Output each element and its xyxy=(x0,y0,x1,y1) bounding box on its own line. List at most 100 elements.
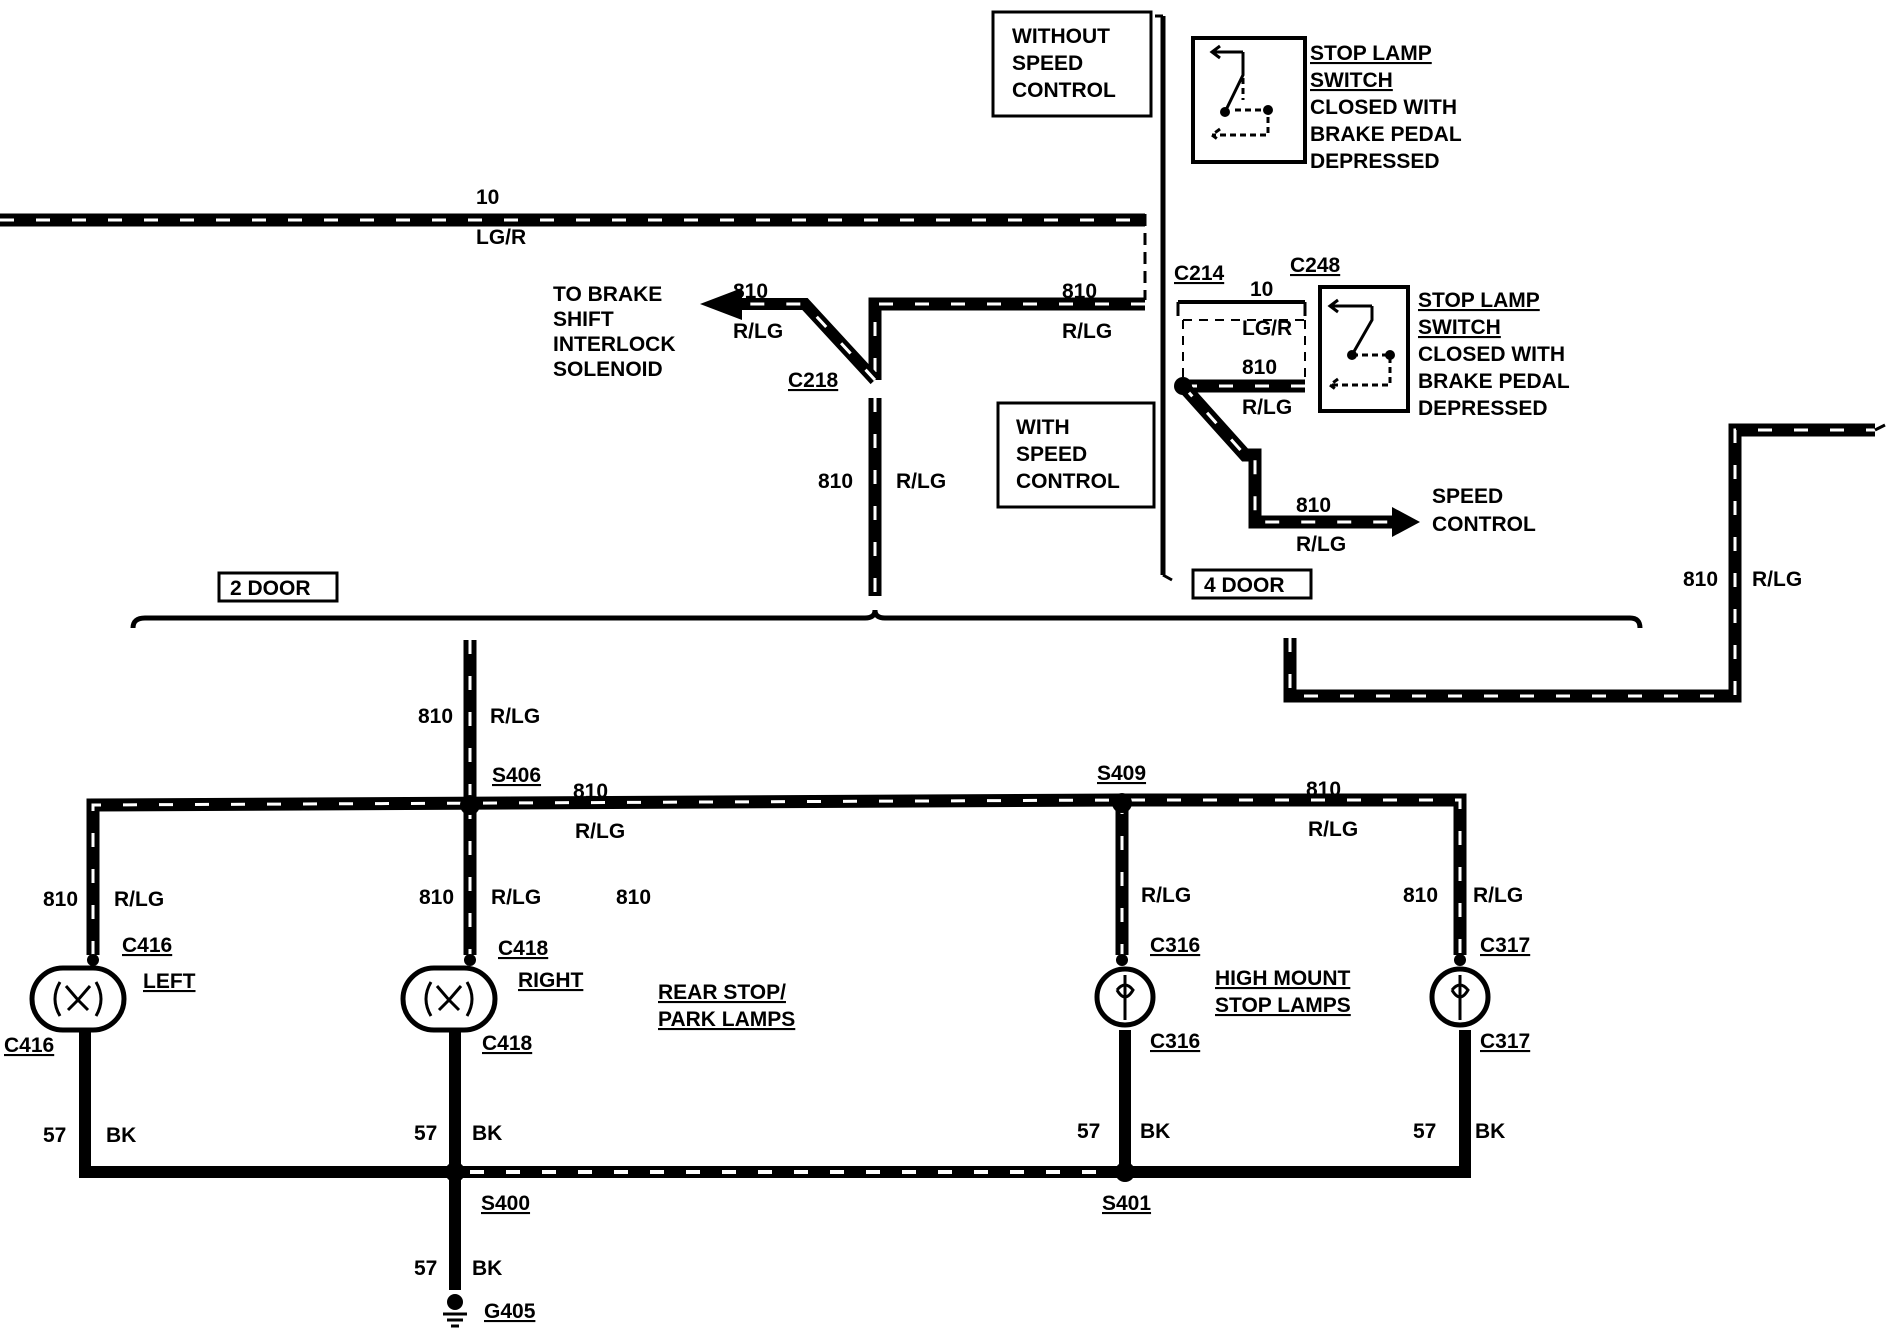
wire-810-to-brake-interlock xyxy=(700,288,1145,385)
wire-label-color: R/LG xyxy=(114,888,164,911)
wire-label-color: R/LG xyxy=(1473,884,1523,907)
high-mount-label-1: HIGH MOUNT xyxy=(1215,967,1350,990)
splice-s401: S401 xyxy=(1102,1192,1151,1215)
without-line-2: SPEED xyxy=(1012,52,1083,75)
with-speed-control-box xyxy=(996,401,1156,509)
wire-label-num: 810 xyxy=(418,705,453,728)
connector-c317-a: C317 xyxy=(1480,934,1530,957)
wire-810-main-bus xyxy=(86,793,1467,955)
wire-label-color: BK xyxy=(472,1257,502,1280)
wire-label-num: 10 xyxy=(1250,278,1273,301)
wire-label-num: 57 xyxy=(1077,1120,1100,1143)
wire-57-bk-ground xyxy=(79,1030,1471,1290)
connector-c316-b: C316 xyxy=(1150,1030,1200,1053)
wire-label-num: 810 xyxy=(818,470,853,493)
connector-c416-b: C416 xyxy=(4,1034,54,1057)
connector-c248: C248 xyxy=(1290,254,1341,277)
switch-bottom-title-2: SWITCH xyxy=(1418,316,1501,339)
with-line-3: CONTROL xyxy=(1016,470,1120,493)
wire-label-color: LG/R xyxy=(1242,317,1292,340)
lamp-right-label: RIGHT xyxy=(518,969,584,992)
switch-bottom-title-1: STOP LAMP xyxy=(1418,289,1540,312)
without-line-1: WITHOUT xyxy=(1012,25,1110,48)
wire-label-color: BK xyxy=(106,1124,136,1147)
ground-symbol-icon xyxy=(443,1294,467,1328)
brake-dest-1: TO BRAKE xyxy=(553,283,662,306)
switch-bottom-desc-3: DEPRESSED xyxy=(1418,397,1548,420)
splice-s406: S406 xyxy=(492,764,541,787)
wire-label-num: 810 xyxy=(573,780,608,803)
wire-label-num: 810 xyxy=(1683,568,1718,591)
wire-label-num: 810 xyxy=(1242,356,1277,379)
brake-dest-4: SOLENOID xyxy=(553,358,663,381)
wire-label-color: R/LG xyxy=(1242,396,1292,419)
switch-top-desc-2: BRAKE PEDAL xyxy=(1310,123,1462,146)
connector-c218: C218 xyxy=(788,369,839,392)
two-door-label: 2 DOOR xyxy=(230,577,311,600)
ground-g405: G405 xyxy=(484,1300,536,1323)
wire-label-color: R/LG xyxy=(1752,568,1802,591)
connector-c416-a: C416 xyxy=(122,934,172,957)
connector-c214: C214 xyxy=(1174,262,1225,285)
high-mount-label-2: STOP LAMPS xyxy=(1215,994,1351,1017)
wire-c214-group xyxy=(1174,300,1420,537)
switch-bottom-desc-2: BRAKE PEDAL xyxy=(1418,370,1570,393)
connector-c418-a: C418 xyxy=(498,937,549,960)
without-speed-control-box xyxy=(991,10,1153,118)
stop-lamp-switch-top-icon xyxy=(1191,36,1307,164)
wire-label-color: R/LG xyxy=(1062,320,1112,343)
connector-c317-b: C317 xyxy=(1480,1030,1530,1053)
switch-bottom-desc-1: CLOSED WITH xyxy=(1418,343,1565,366)
rear-lamp-right-icon xyxy=(400,954,498,1042)
wire-label-color: LG/R xyxy=(476,226,526,249)
rear-stop-label-2: PARK LAMPS xyxy=(658,1008,795,1031)
wire-label-num: 10 xyxy=(476,186,499,209)
wire-label-num: 57 xyxy=(414,1122,437,1145)
door-bracket xyxy=(130,609,1643,629)
high-mount-lamp-1-icon xyxy=(1094,954,1156,1042)
connector-c418-b: C418 xyxy=(482,1032,533,1055)
speed-dest-1: SPEED xyxy=(1432,485,1503,508)
switch-top-title-2: SWITCH xyxy=(1310,69,1393,92)
splice-s406-dot xyxy=(460,795,480,815)
splice-s400-dot xyxy=(445,1162,465,1182)
wire-label-color: R/LG xyxy=(1296,533,1346,556)
wire-label-color: R/LG xyxy=(491,886,541,909)
wire-label-color: R/LG xyxy=(575,820,625,843)
wire-label-num: 810 xyxy=(1062,280,1097,303)
wire-label-num: 810 xyxy=(733,280,768,303)
brake-dest-3: INTERLOCK xyxy=(553,333,676,356)
wire-810-4door-riser xyxy=(1283,423,1886,703)
switch-top-desc-3: DEPRESSED xyxy=(1310,150,1440,173)
wire-label-color: R/LG xyxy=(1308,818,1358,841)
stop-lamp-switch-bottom-icon xyxy=(1318,285,1410,413)
wire-label-num: 57 xyxy=(1413,1120,1436,1143)
wire-10-lgr-top xyxy=(0,213,1147,300)
wire-label-num: 810 xyxy=(1403,884,1438,907)
high-mount-lamp-2-icon xyxy=(1429,954,1491,1042)
without-line-3: CONTROL xyxy=(1012,79,1116,102)
wire-label-num: 810 xyxy=(43,888,78,911)
wire-label-num: 57 xyxy=(43,1124,66,1147)
with-line-1: WITH xyxy=(1016,416,1070,439)
splice-s400: S400 xyxy=(481,1192,530,1215)
wire-label-color: BK xyxy=(1140,1120,1170,1143)
wire-label-color: BK xyxy=(472,1122,502,1145)
switch-top-title-1: STOP LAMP xyxy=(1310,42,1432,65)
wire-label-num: 810 xyxy=(616,886,651,909)
rear-stop-label-1: REAR STOP/ xyxy=(658,981,786,1004)
wire-label-num: 810 xyxy=(1296,494,1331,517)
brake-dest-2: SHIFT xyxy=(553,308,614,331)
wire-label-num: 810 xyxy=(1306,778,1341,801)
splice-s409: S409 xyxy=(1097,762,1146,785)
two-door-box xyxy=(217,571,339,603)
speed-dest-2: CONTROL xyxy=(1432,513,1536,536)
switch-top-desc-1: CLOSED WITH xyxy=(1310,96,1457,119)
wire-label-color: R/LG xyxy=(896,470,946,493)
splice-s409-dot xyxy=(1112,793,1132,813)
four-door-label: 4 DOOR xyxy=(1204,574,1285,597)
wire-label-num: 57 xyxy=(414,1257,437,1280)
splice-s401-dot xyxy=(1115,1162,1135,1182)
four-door-box xyxy=(1191,568,1313,600)
